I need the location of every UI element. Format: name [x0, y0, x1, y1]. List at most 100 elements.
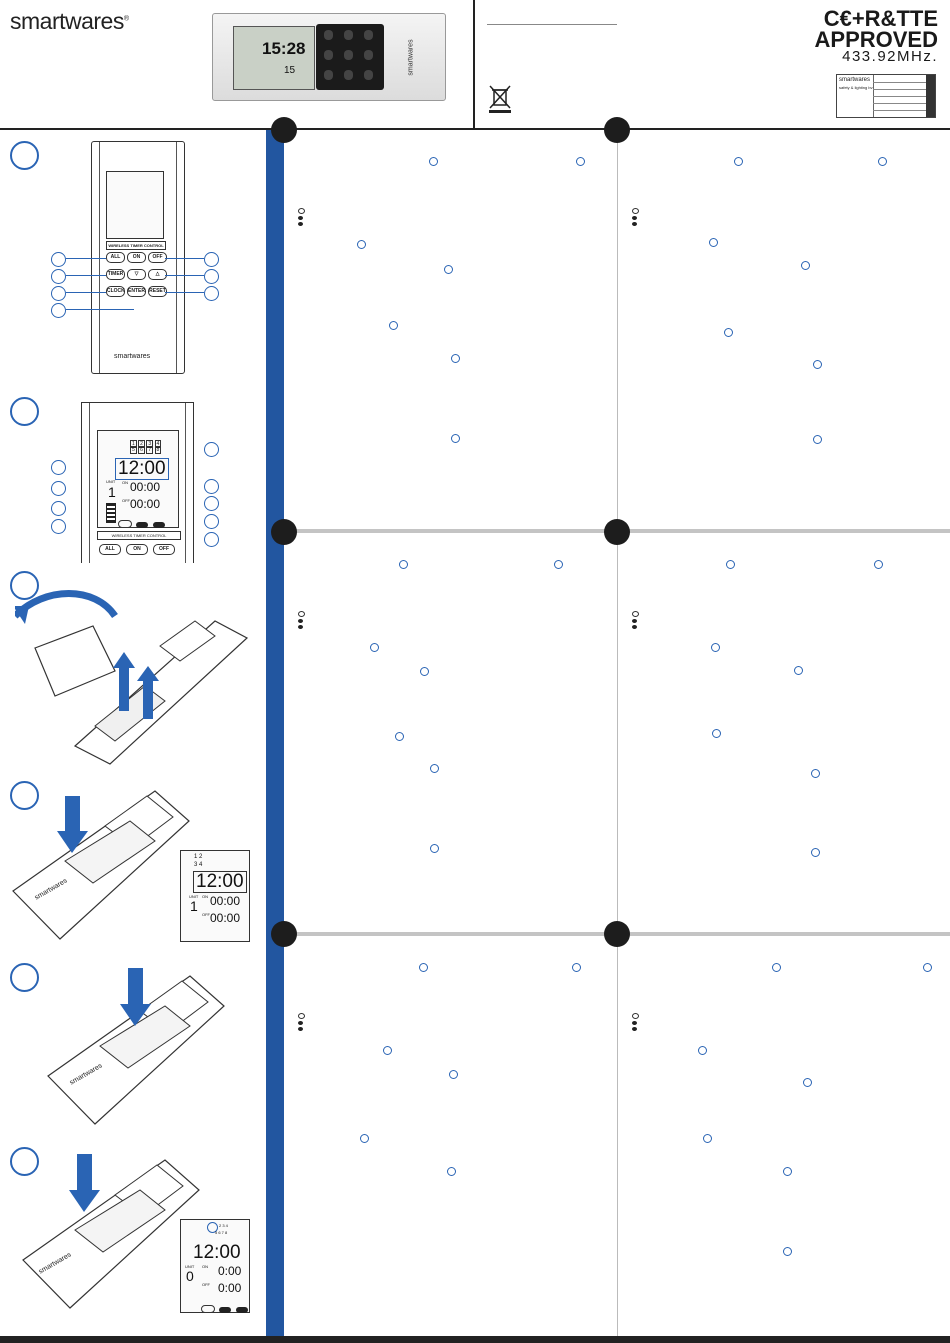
section-divider-3-left: [284, 932, 617, 936]
fig2-on-label: ON: [122, 480, 128, 485]
fig2-callout: [51, 481, 66, 496]
ref-circle: [420, 667, 429, 676]
product-lcd-time: 15:28: [262, 39, 306, 58]
fig1-callout: [51, 252, 66, 267]
ref-circle: [698, 1046, 707, 1055]
ref-circle: [572, 963, 581, 972]
fig1-btn-timer: TIMER: [106, 269, 125, 280]
ref-circle: [447, 1167, 456, 1176]
fig2-callout: [204, 514, 219, 529]
fig1-callout: [204, 286, 219, 301]
figure-marker-2: [10, 397, 39, 426]
section-dot-4: [604, 519, 630, 545]
ref-circle: [813, 360, 822, 369]
fig2-callout: [204, 479, 219, 494]
ref-circle: [389, 321, 398, 330]
fig6-ovals: [201, 1300, 248, 1318]
fig6-callout: [207, 1222, 218, 1233]
fig1-callout: [204, 252, 219, 267]
section-divider-2-right: [618, 529, 950, 533]
fig3-illustration: [12, 586, 250, 766]
fig2-on-time: 00:00: [130, 480, 161, 494]
fig1-btn-clock: CLOCK: [106, 286, 125, 297]
header-bottom-rule: [0, 128, 950, 130]
fig1-btn-down: ▽: [127, 269, 146, 280]
product-lcd-small: 15: [284, 65, 296, 76]
fig1-btn-enter: ENTER: [127, 286, 146, 297]
fig6-off-label: OFF: [202, 1282, 210, 1287]
fig2-callout: [204, 496, 219, 511]
bullets-2: [632, 208, 639, 226]
cert-frequency: 433.92MHz.: [842, 48, 938, 65]
fig6-time: 12:00: [193, 1242, 241, 1263]
header-rule: [487, 24, 617, 25]
fig6-on-time: 0:00: [218, 1264, 242, 1278]
figure-marker-4: [10, 781, 39, 810]
fig1-leader: [165, 275, 204, 276]
fig2-off-label: OFF: [122, 498, 130, 503]
brand-logo: smartwares®: [10, 8, 129, 34]
fig1-leader: [66, 309, 134, 310]
ref-circle: [419, 963, 428, 972]
fig1-brand: smartwares: [114, 353, 151, 360]
crossed-bin-icon: [486, 84, 514, 114]
fig6-on-label: ON: [202, 1264, 208, 1269]
fig2-callout: [204, 442, 219, 457]
fig4-remote: smartwares: [5, 781, 190, 941]
product-brand: smartwares: [407, 39, 415, 76]
ref-circle: [712, 729, 721, 738]
fig2-off-time: 00:00: [130, 497, 161, 511]
figure-marker-1: [10, 141, 39, 170]
ref-circle: [399, 560, 408, 569]
section-divider-2-left: [284, 529, 617, 533]
fig6-row1: 2 3 4: [219, 1223, 228, 1228]
company-info-box: smartwares safety & lighting bv: [836, 74, 936, 118]
ref-circle: [813, 435, 822, 444]
fig4-off-label: OFF: [202, 912, 210, 917]
fig6-remote: smartwares: [15, 1150, 200, 1315]
ref-circle: [444, 265, 453, 274]
section-dot-5: [271, 921, 297, 947]
ref-circle: [874, 560, 883, 569]
fig1-callout: [204, 269, 219, 284]
fig6-unit-value: 0: [186, 1268, 194, 1284]
product-lcd: 15:28 15: [233, 26, 315, 90]
fig6-lcd: 2 3 4 5 6 7 8 12:00 UNIT 0 ON 0:00 OFF 0…: [180, 1219, 250, 1313]
ref-circle: [803, 1078, 812, 1087]
fig4-on-time: 00:00: [210, 894, 241, 908]
section-dot-3: [271, 519, 297, 545]
ref-circle: [554, 560, 563, 569]
ref-circle: [923, 963, 932, 972]
fig2-ovals: [118, 515, 165, 533]
ref-circle: [811, 769, 820, 778]
fig1-lcd: [106, 171, 164, 239]
accent-strip: [266, 130, 284, 1336]
ref-circle: [811, 848, 820, 857]
fig5-remote: smartwares: [40, 966, 225, 1126]
fig2-battery-icon: [106, 503, 116, 523]
fig4-row2: 3 4: [194, 862, 203, 868]
fig1-btn-all: ALL: [106, 252, 125, 263]
ref-circle: [709, 238, 718, 247]
ref-circle: [734, 157, 743, 166]
bullets-3: [298, 611, 305, 629]
ref-circle: [370, 643, 379, 652]
ref-circle: [703, 1134, 712, 1143]
fig2-strip: WIRELESS TIMER CONTROL: [97, 531, 181, 540]
fig1-btn-on: ON: [127, 252, 146, 263]
fig2-btn-all: ALL: [99, 544, 121, 555]
section-dot-6: [604, 921, 630, 947]
fig1-callout: [51, 303, 66, 318]
fig2-callout: [204, 532, 219, 547]
fig4-unit-value: 1: [190, 898, 198, 914]
ref-circle: [429, 157, 438, 166]
fig1-remote: WIRELESS TIMER CONTROL ALL ON OFF TIMER …: [91, 141, 185, 374]
fig1-btn-up: △: [148, 269, 167, 280]
fig4-row1: 1 2: [194, 854, 203, 860]
ref-circle: [451, 434, 460, 443]
product-keypad: [316, 24, 384, 90]
figure-marker-5: [10, 963, 39, 992]
ref-circle: [772, 963, 781, 972]
ref-circle: [801, 261, 810, 270]
column-divider: [617, 130, 618, 1336]
